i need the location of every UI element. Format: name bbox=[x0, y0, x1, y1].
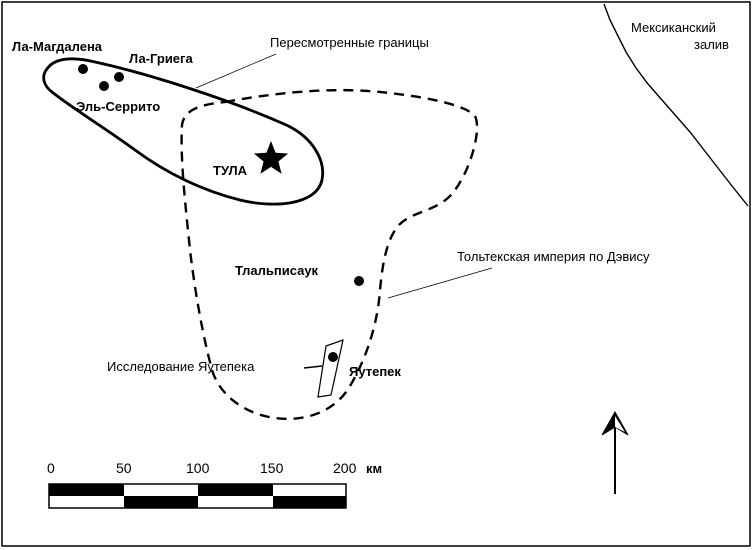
site-marker-la-griega bbox=[114, 72, 124, 82]
yautepec-survey-leader bbox=[303, 365, 323, 369]
sea-label-line2: залив bbox=[694, 37, 729, 52]
site-marker-tlalpisauak bbox=[354, 276, 364, 286]
place-label-el-cerrito: Эль-Серрито bbox=[76, 99, 160, 114]
place-label-la-magdalena: Ла-Магдалена bbox=[12, 39, 103, 54]
davis-empire-label: Тольтекская империя по Дэвису bbox=[457, 249, 650, 264]
place-label-tlalpisauak: Тлальписаук bbox=[235, 263, 319, 278]
yautepec-survey-area bbox=[317, 339, 344, 398]
place-label-la-griega: Ла-Гриега bbox=[129, 51, 193, 66]
coastline bbox=[603, 3, 749, 207]
scale-tick-200: 200 bbox=[333, 460, 357, 476]
revised-boundary-leader bbox=[195, 53, 277, 89]
scale-bar: 0 50 100 150 200 км bbox=[47, 460, 382, 509]
place-label-yautepec: Яутепек bbox=[349, 364, 401, 379]
tula-star-icon bbox=[253, 141, 289, 174]
scale-unit: км bbox=[366, 461, 382, 476]
north-arrow-icon bbox=[601, 410, 629, 494]
place-label-tula: ТУЛА bbox=[213, 163, 248, 178]
sea-label-line1: Мексиканский bbox=[631, 20, 716, 35]
site-marker-yautepec bbox=[328, 352, 338, 362]
yautepec-survey-label: Исследование Яутепека bbox=[107, 359, 255, 374]
site-marker-la-magdalena bbox=[78, 64, 88, 74]
scale-tick-150: 150 bbox=[260, 460, 284, 476]
revised-boundary-label: Пересмотренные границы bbox=[270, 35, 429, 50]
revised-boundary bbox=[42, 57, 325, 206]
scale-tick-0: 0 bbox=[47, 460, 55, 476]
scale-tick-100: 100 bbox=[186, 460, 210, 476]
davis-empire-leader bbox=[387, 267, 493, 299]
site-marker-el-cerrito bbox=[99, 81, 109, 91]
scale-tick-50: 50 bbox=[116, 460, 132, 476]
davis-empire-boundary bbox=[180, 88, 479, 420]
